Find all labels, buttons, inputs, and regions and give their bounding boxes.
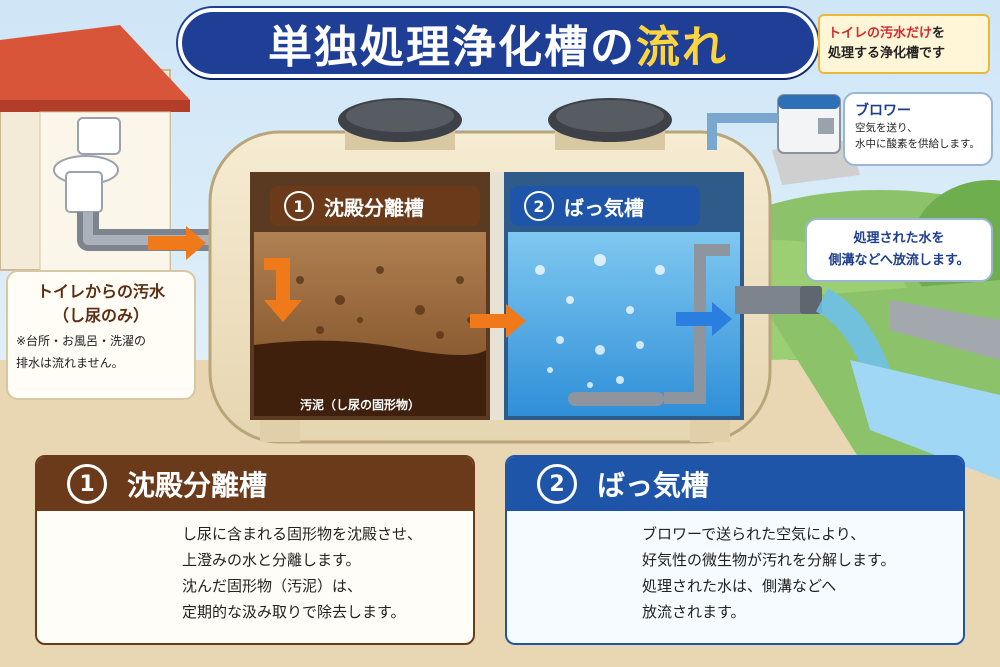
flow-arrows [148, 226, 526, 338]
panel2-heading: ばっ気槽 [597, 469, 710, 502]
panel2-line: ブロワーで送られた空気により、 [642, 525, 866, 543]
discharge-callout: 処理された水を 側溝などへ放流します。 [805, 218, 993, 282]
blower-callout: ブロワー 空気を送り、 水中に酸素を供給します。 [843, 92, 993, 166]
panel2-header: 2 ばっ気槽 [507, 457, 963, 511]
blower-heading: ブロワー [855, 103, 911, 119]
tank2-number: 2 [524, 191, 554, 221]
tank2-name: ばっ気槽 [564, 195, 644, 220]
note-box: トイレの汚水だけを 処理する浄化槽です [818, 14, 990, 74]
panel2-number: 2 [537, 464, 577, 504]
panel2-text: ブロワーで送られた空気により、 好気性の微生物が汚れを分解します。 処理された水… [642, 521, 896, 625]
title-main: 単独処理浄化槽の [268, 22, 636, 73]
panel1-line: 上澄みの水と分離します。 [182, 551, 361, 569]
panel1-line: 沈んだ固形物（汚泥）は、 [182, 577, 363, 595]
inflow-line2: （し尿のみ） [52, 306, 149, 325]
tank1-label: 1 沈殿分離槽 [270, 186, 480, 226]
sludge-label: 汚泥（し尿の固形物） [300, 398, 421, 412]
blower-line1: 空気を送り、 [855, 122, 918, 134]
tank1-name: 沈殿分離槽 [324, 195, 424, 220]
panel1-line: 定期的な汲み取りで除去します。 [182, 603, 406, 621]
panel-aeration-tank: 2 ばっ気槽 ブロワーで送られた空気により、 好気性の微生物が汚れを分解します。… [505, 455, 965, 645]
panel1-header: 1 沈殿分離槽 [37, 457, 473, 511]
panel-settling-tank: 1 沈殿分離槽 し尿に含まれる固形物を沈殿させ、 上澄みの水と分離します。 沈ん… [35, 455, 475, 645]
panel1-heading: 沈殿分離槽 [127, 469, 268, 502]
note-line1-rest: を [932, 26, 946, 41]
arrow-transfer [470, 304, 526, 338]
tank2-label: 2 ばっ気槽 [510, 186, 700, 226]
blower-icon [772, 94, 860, 185]
blower-line2: 水中に酸素を供給します。 [855, 138, 980, 150]
discharge-line2: 側溝などへ放流します。 [828, 253, 970, 268]
panel2-line: 処理された水は、側溝などへ [642, 577, 837, 595]
ditch-water [850, 360, 1000, 480]
inflow-callout: トイレからの汚水 （し尿のみ） ※台所・お風呂・洗濯の 排水は流れません。 [6, 270, 196, 400]
tank1-number: 1 [284, 191, 314, 221]
title-accent: 流れ [636, 22, 728, 73]
manhole-cover-2 [548, 98, 672, 150]
ditch-wall [890, 300, 1000, 360]
inflow-note2: 排水は流れません。 [16, 356, 124, 370]
arrow-down [264, 258, 302, 322]
panel1-text: し尿に含まれる固形物を沈殿させ、 上澄みの水と分離します。 沈んだ固形物（汚泥）… [182, 521, 422, 625]
arrow-inflow [148, 226, 206, 260]
air-diffuser [568, 392, 664, 406]
inflow-note1: ※台所・お風呂・洗濯の [16, 334, 147, 348]
page-title: 単独処理浄化槽の流れ [178, 8, 818, 78]
manhole-cover-1 [338, 98, 462, 150]
panel1-number: 1 [67, 464, 107, 504]
arrow-outflow [676, 302, 732, 336]
air-pipe [707, 113, 778, 150]
panel1-line: し尿に含まれる固形物を沈殿させ、 [182, 525, 423, 543]
panel2-line: 放流されます。 [642, 603, 746, 621]
note-line2: 処理する浄化槽です [828, 46, 946, 61]
note-highlight: トイレの汚水だけ [828, 26, 933, 41]
discharge-line1: 処理された水を [853, 231, 945, 246]
inflow-line1: トイレからの汚水 [36, 282, 165, 301]
toilet-icon [53, 117, 121, 213]
panel2-line: 好気性の微生物が汚れを分解します。 [642, 551, 896, 569]
